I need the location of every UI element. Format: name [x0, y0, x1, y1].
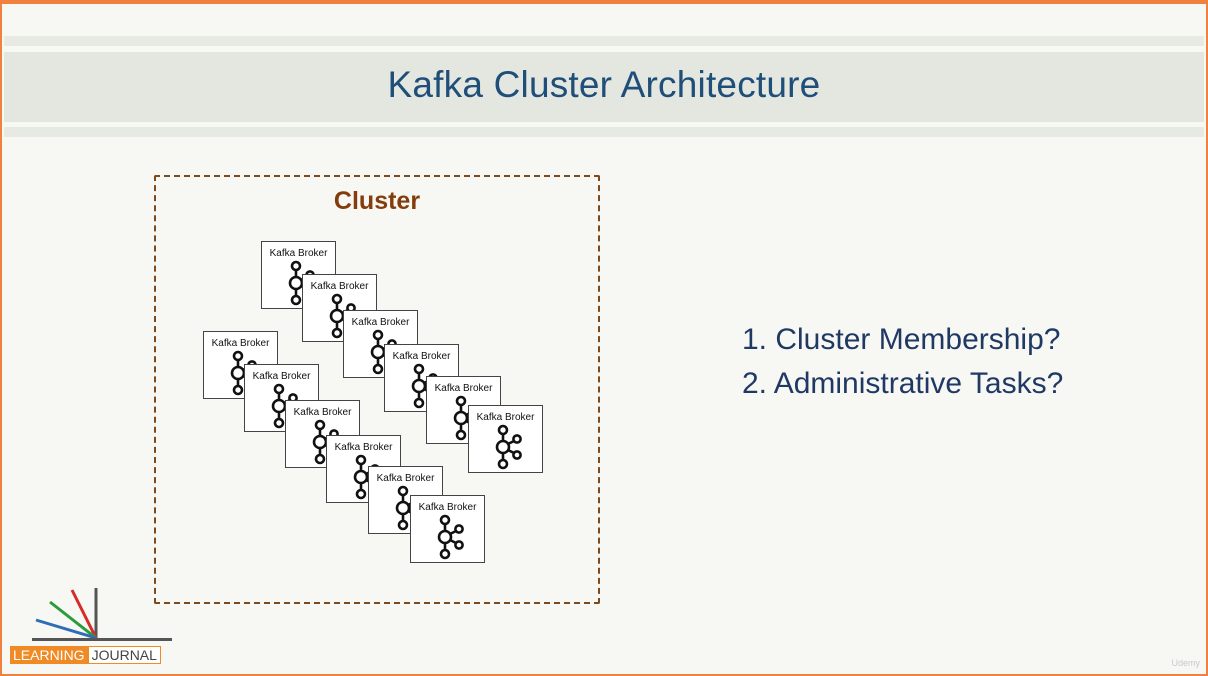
kafka-logo-icon: [495, 424, 522, 470]
kafka-broker-label: Kafka Broker: [334, 442, 393, 453]
kafka-broker-label: Kafka Broker: [476, 412, 535, 423]
kafka-broker-label: Kafka Broker: [434, 383, 493, 394]
kafka-broker-label: Kafka Broker: [310, 281, 369, 292]
cluster-box: Cluster: [154, 175, 600, 604]
bottom-stripe: [4, 127, 1204, 137]
logo-journal: JOURNAL: [87, 646, 161, 664]
title-band: [4, 52, 1204, 122]
kafka-broker-card: Kafka Broker: [244, 364, 319, 432]
logo-rays-icon: [35, 588, 98, 640]
kafka-broker-label: Kafka Broker: [418, 502, 477, 513]
kafka-broker-label: Kafka Broker: [376, 473, 435, 484]
kafka-broker-card: Kafka Broker: [468, 405, 543, 473]
cluster-label: Cluster: [333, 187, 421, 215]
kafka-broker-card: Kafka Broker: [410, 495, 485, 563]
logo-learning: LEARNING: [10, 646, 88, 664]
kafka-broker-label: Kafka Broker: [252, 371, 311, 382]
kafka-broker-label: Kafka Broker: [351, 317, 410, 328]
top-stripe: [4, 36, 1204, 46]
udemy-watermark: Udemy: [1171, 658, 1200, 668]
slide-title: Kafka Cluster Architecture: [387, 64, 821, 105]
kafka-broker-label: Kafka Broker: [293, 407, 352, 418]
question-item: 1. Cluster Membership?: [742, 323, 1061, 356]
kafka-broker-label: Kafka Broker: [269, 248, 328, 259]
kafka-broker-label: Kafka Broker: [392, 351, 451, 362]
question-list: 1. Cluster Membership? 2. Administrative…: [742, 318, 1063, 406]
kafka-broker-label: Kafka Broker: [211, 338, 270, 349]
logo-bar: [32, 638, 172, 641]
question-item: 2. Administrative Tasks?: [742, 367, 1064, 400]
kafka-logo-icon: [437, 514, 464, 560]
